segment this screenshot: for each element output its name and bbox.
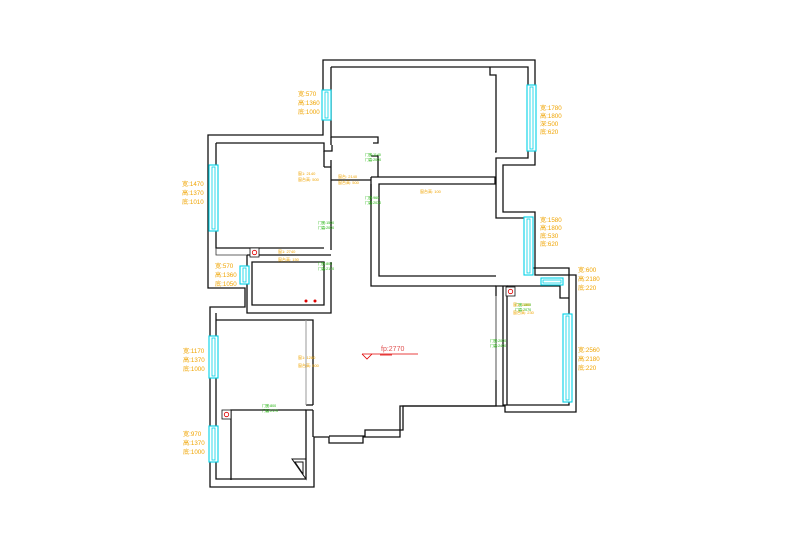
window-label-3-b: 底:1010 bbox=[182, 198, 204, 206]
window-7 bbox=[562, 313, 573, 403]
window-1 bbox=[321, 89, 332, 121]
window-label-6-b: 底:220 bbox=[578, 284, 597, 292]
door-label-5-w: 门宽:800 bbox=[262, 403, 276, 408]
window-label-9-h: 高:1370 bbox=[183, 439, 205, 447]
window-label-4-b: 底:530 bbox=[540, 232, 559, 240]
door-labels: 门宽:1140 门高:2000 门宽:960 门高:2030 门宽:1500 门… bbox=[262, 152, 531, 413]
window-label-2-h: 高:1800 bbox=[540, 112, 562, 120]
window-label-6-h: 高:2180 bbox=[578, 275, 600, 283]
door-label-3-w: 门宽:1500 bbox=[318, 220, 334, 225]
center-label: fp:2770 bbox=[381, 346, 404, 353]
door-label-2-h: 门高:2030 bbox=[365, 200, 381, 205]
window-label-9-w: 宽:970 bbox=[183, 430, 202, 438]
window-label-8-b: 底:1000 bbox=[183, 365, 205, 373]
door-label-5-h: 门高:2170 bbox=[262, 408, 278, 413]
window-4 bbox=[523, 216, 534, 276]
window-label-7-b: 底:220 bbox=[578, 364, 597, 372]
door-label-1-h: 门高:2000 bbox=[365, 157, 381, 162]
window-label-2-d: 深:500 bbox=[540, 120, 559, 128]
door-label-7-h: 门高:2070 bbox=[515, 307, 531, 312]
note-3-a: 窗台高: 100 bbox=[420, 188, 442, 194]
window-label-4-b2: 底:620 bbox=[540, 240, 559, 248]
note-2-b: 窗台高: 500 bbox=[338, 179, 360, 185]
note-5-a: 窗1: 1280 bbox=[298, 354, 316, 360]
window-label-1-w: 宽:570 bbox=[298, 90, 317, 98]
window-dimension-labels: 宽:570 高:1360 底:1000 宽:1780 高:1800 深:500 … bbox=[182, 90, 600, 456]
window-label-6-w: 宽:600 bbox=[578, 266, 597, 274]
walls bbox=[207, 59, 577, 488]
note-5-b: 窗台高: 500 bbox=[298, 362, 320, 368]
window-label-8-w: 宽:1170 bbox=[183, 347, 205, 355]
note-1-b: 窗台高: 500 bbox=[298, 176, 320, 182]
window-label-5-w: 宽:570 bbox=[215, 262, 234, 270]
window-label-2-w: 宽:1780 bbox=[540, 104, 562, 112]
windows bbox=[208, 84, 573, 463]
small-notes: 窗1: 2140 窗台高: 500 窗台: 2140 窗台高: 500 窗台高:… bbox=[278, 170, 535, 368]
window-5 bbox=[239, 265, 250, 285]
window-label-8-h: 高:1370 bbox=[183, 356, 205, 364]
note-4-a: 窗1: 2740 bbox=[278, 248, 296, 254]
note-4-b: 窗台高: 150 bbox=[278, 256, 300, 262]
window-label-7-w: 宽:2560 bbox=[578, 346, 600, 354]
note-2-a: 窗台: 2140 bbox=[338, 173, 358, 179]
door-label-7-w: 门宽:1000 bbox=[515, 302, 531, 307]
door-label-6-w: 门宽:2000 bbox=[490, 338, 506, 343]
window-3 bbox=[208, 164, 219, 232]
markers bbox=[221, 247, 516, 420]
window-label-4-h: 高:1800 bbox=[540, 224, 562, 232]
window-label-4-w: 宽:1580 bbox=[540, 216, 562, 224]
note-6-b: 窗台高: 230 bbox=[513, 309, 535, 315]
door-label-6-h: 门高:2400 bbox=[490, 343, 506, 348]
window-label-1-b: 底:1000 bbox=[298, 108, 320, 116]
window-6 bbox=[540, 277, 564, 286]
door-label-2-w: 门宽:960 bbox=[365, 195, 379, 200]
door-label-4-h: 门高:2170 bbox=[318, 266, 334, 271]
note-6-a: 窗1: 2400 bbox=[513, 301, 531, 307]
window-9 bbox=[208, 425, 219, 463]
door-label-1-w: 门宽:1140 bbox=[365, 152, 381, 157]
window-label-3-w: 宽:1470 bbox=[182, 180, 204, 188]
door-label-3-h: 门高:2000 bbox=[318, 225, 334, 230]
window-label-7-h: 高:2180 bbox=[578, 355, 600, 363]
window-2 bbox=[526, 84, 537, 152]
window-label-5-b: 底:1050 bbox=[215, 280, 237, 288]
window-label-9-b: 底:1000 bbox=[183, 448, 205, 456]
note-1-a: 窗1: 2140 bbox=[298, 170, 316, 176]
window-label-2-b: 底:620 bbox=[540, 128, 559, 136]
window-8 bbox=[208, 335, 219, 379]
window-label-3-h: 高:1370 bbox=[182, 189, 204, 197]
window-label-5-h: 高:1360 bbox=[215, 271, 237, 279]
window-label-1-h: 高:1360 bbox=[298, 99, 320, 107]
door-label-4-w: 门宽:800 bbox=[318, 261, 332, 266]
